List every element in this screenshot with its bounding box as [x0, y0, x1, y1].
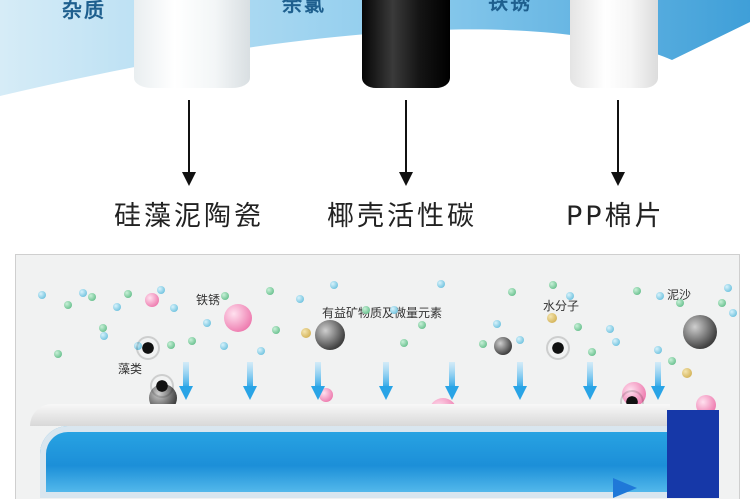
filter-membrane: [30, 404, 670, 426]
water-molecule-label: 水分子: [543, 299, 580, 313]
arrow-down-icon: [611, 100, 625, 186]
water-molecule-dot: [479, 340, 487, 348]
water-molecule-dot: [724, 284, 732, 292]
water-molecule-dot: [157, 286, 165, 294]
ceramic-filter-cylinder: [134, 0, 250, 88]
arrow-down-icon: [399, 100, 413, 186]
water-molecule-dot: [99, 324, 107, 332]
water-molecule-dot: [100, 332, 108, 340]
flow-arrow-icon: [243, 362, 257, 400]
water-molecule-dot: [718, 299, 726, 307]
filter-caption-pp: PP棉片: [566, 201, 665, 232]
algae-particle: [548, 338, 568, 358]
rust-particle-label: 铁锈: [196, 293, 221, 307]
water-molecule-dot: [612, 338, 620, 346]
sediment-label: 泥沙: [667, 288, 692, 302]
algae-particle: [152, 376, 172, 396]
water-molecule-dot: [516, 336, 524, 344]
water-molecule-dot: [266, 287, 274, 295]
flow-arrow-icon: [311, 362, 325, 400]
impurities-label: 杂质: [62, 0, 106, 22]
water-molecule-dot: [418, 321, 426, 329]
chlorine-label: 余氯: [282, 0, 326, 16]
water-molecule-dot: [54, 350, 62, 358]
water-molecule-dot: [588, 348, 596, 356]
pp-filter-cylinder: [570, 0, 658, 88]
water-molecule-dot: [64, 301, 72, 309]
water-molecule-dot: [296, 295, 304, 303]
water-molecule-dot: [437, 280, 445, 288]
water-molecule-dot: [676, 299, 684, 307]
water-molecule-dot: [400, 339, 408, 347]
water-molecule-dot: [606, 325, 614, 333]
minerals-label: 有益矿物质及微量元素: [322, 306, 443, 320]
algae-label: 藻类: [118, 362, 143, 376]
arrow-down-icon: [182, 100, 196, 186]
sediment-particle: [494, 337, 512, 355]
water-molecule-dot: [549, 281, 557, 289]
water-molecule-dot: [566, 292, 574, 300]
water-molecule-dot: [729, 309, 737, 317]
water-molecule-dot: [654, 346, 662, 354]
outlet-pipe: [667, 410, 719, 498]
water-molecule-dot: [220, 342, 228, 350]
water-molecule-dot: [188, 337, 196, 345]
flow-arrow-icon: [179, 362, 193, 400]
water-molecule-dot: [124, 290, 132, 298]
flow-arrow-icon: [445, 362, 459, 400]
rust-label: 铁锈: [488, 0, 532, 14]
carbon-filter-cylinder: [362, 0, 450, 88]
water-molecule-dot: [574, 323, 582, 331]
sediment-particle: [683, 315, 717, 349]
water-molecule-dot: [508, 288, 516, 296]
water-molecule-dot: [633, 287, 641, 295]
mineral-particle: [547, 313, 557, 323]
sediment-particle: [315, 320, 345, 350]
flow-arrow-icon: [379, 362, 393, 400]
water-molecule-dot: [203, 319, 211, 327]
flow-arrow-icon: [583, 362, 597, 400]
flow-direction-icon: [613, 478, 637, 498]
water-molecule-dot: [362, 306, 370, 314]
water-molecule-dot: [113, 303, 121, 311]
water-molecule-dot: [221, 292, 229, 300]
filter-layers-header: 杂质 余氯 铁锈 硅藻泥陶瓷 椰壳活性碳 PP棉片: [0, 0, 750, 235]
water-molecule-dot: [390, 306, 398, 314]
flow-arrow-icon: [651, 362, 665, 400]
water-molecule-dot: [38, 291, 46, 299]
rust-particle: [319, 388, 333, 402]
mineral-particle: [682, 368, 692, 378]
rust-particle: [145, 293, 159, 307]
water-molecule-dot: [668, 357, 676, 365]
water-molecule-dot: [170, 304, 178, 312]
rust-particle: [224, 304, 252, 332]
clean-water-channel: [40, 426, 680, 498]
water-molecule-dot: [493, 320, 501, 328]
mineral-particle: [301, 328, 311, 338]
water-molecule-dot: [88, 293, 96, 301]
water-molecule-dot: [167, 341, 175, 349]
filter-caption-ceramic: 硅藻泥陶瓷: [114, 201, 264, 232]
water-molecule-dot: [257, 347, 265, 355]
flow-arrow-icon: [513, 362, 527, 400]
water-molecule-dot: [656, 292, 664, 300]
algae-particle: [138, 338, 158, 358]
water-molecule-dot: [330, 281, 338, 289]
water-molecule-dot: [79, 289, 87, 297]
filter-caption-carbon: 椰壳活性碳: [327, 201, 477, 232]
water-molecule-dot: [272, 326, 280, 334]
